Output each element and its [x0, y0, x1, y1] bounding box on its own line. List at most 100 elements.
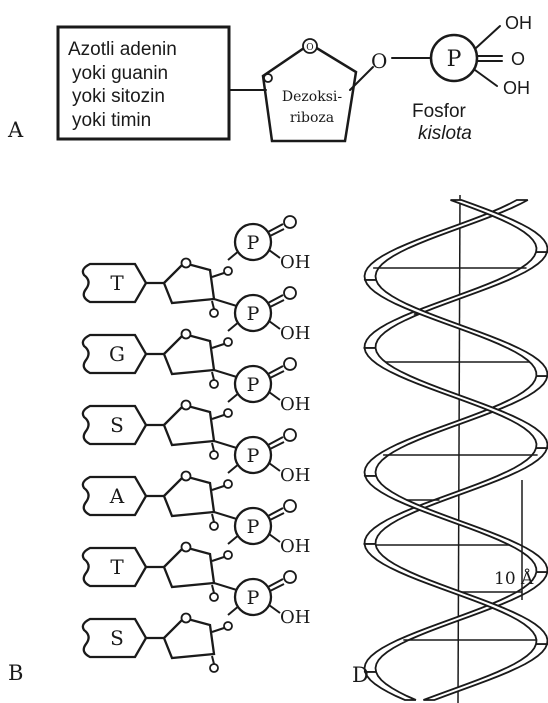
hydroxyl-label: OH [280, 465, 310, 486]
nucleotide-row-4: A [81, 470, 233, 531]
acid-label-line-1: Fosfor [412, 101, 467, 122]
base-tag [81, 475, 148, 517]
base-letter: S [110, 413, 124, 437]
sugar-label-line-1: Dezoksi- [282, 89, 342, 105]
base-letter: S [110, 626, 124, 650]
phosphate-group: P OH O OH [429, 13, 532, 98]
base-box-line-4: yoki timin [72, 110, 151, 131]
phosphate-oxygen: O [511, 49, 525, 69]
link-oxygen [209, 308, 219, 318]
link-oxygen [209, 450, 219, 460]
ring-oxygen-symbol: O [306, 43, 313, 53]
helix-ribbon-segment [423, 643, 548, 701]
base-box-line-3: yoki sitozin [72, 86, 165, 107]
helix-ribbon-segment [363, 671, 417, 701]
base-letter: G [109, 342, 125, 366]
phosphate-hydroxyl-bottom: OH [503, 78, 530, 98]
link-oxygen [209, 663, 219, 673]
phosphate-symbol: P [247, 232, 260, 254]
phosphate-symbol: P [247, 587, 260, 609]
link-oxygen [223, 479, 233, 489]
phosphate-symbol: P [247, 303, 260, 325]
phosphate-circle [233, 506, 273, 546]
base-letter: T [110, 271, 124, 295]
ring-oxygen [180, 257, 192, 269]
helix-ribbon-segment [363, 475, 548, 573]
phosphate-6: P OH [213, 570, 310, 628]
link-oxygen [223, 621, 233, 631]
base-tag [81, 404, 148, 446]
deoxyribose-sugar: O Dezoksi- riboza [261, 38, 358, 143]
double-bond-oxygen [283, 428, 297, 442]
phosphate-1: P OH [227, 215, 310, 273]
ring-oxygen [180, 470, 192, 482]
phosphate-5: P OH [213, 499, 310, 557]
panel-a: A Azotli adenin yoki guanin yoki sitozin… [7, 13, 532, 144]
panel-d-label: D [352, 663, 369, 687]
helix-strand-front [363, 199, 548, 701]
double-bond-oxygen [283, 215, 297, 229]
ring-oxygen [180, 612, 192, 624]
sugar-ring [162, 261, 216, 305]
link-oxygen [223, 550, 233, 560]
link-oxygen [209, 592, 219, 602]
phosphate-circle [233, 577, 273, 617]
base-tag [81, 546, 148, 588]
sugar-ring [162, 616, 216, 660]
phosphate-hydroxyl-top: OH [505, 13, 532, 33]
phosphate-circle [233, 293, 273, 333]
panel-d-double-helix: 10 Å D [352, 194, 548, 703]
phosphate-symbol: P [247, 516, 260, 538]
nucleotide-row-1: T [81, 257, 233, 318]
sugar-label-line-2: riboza [290, 110, 334, 126]
acid-label-line-2: kislota [418, 123, 472, 144]
pitch-label: 10 Å [494, 568, 534, 589]
helix-ribbon-segment [363, 543, 548, 645]
link-oxygen [223, 337, 233, 347]
base-tag [81, 617, 148, 659]
ring-oxygen [180, 328, 192, 340]
double-bond-oxygen [283, 570, 297, 584]
double-bond-oxygen [283, 357, 297, 371]
phosphate-symbol: P [447, 47, 462, 72]
phosphate-symbol: P [247, 374, 260, 396]
base-tag [81, 262, 148, 304]
helix-strand-back [363, 199, 548, 701]
panel-b-label: B [8, 661, 23, 685]
nitrogen-base-box: Azotli adenin yoki guanin yoki sitozin y… [56, 25, 231, 141]
phosphate-circle [233, 222, 273, 262]
ring-oxygen [180, 541, 192, 553]
base-letter: T [110, 555, 124, 579]
nucleotide-row-2: G [81, 328, 233, 389]
sugar-oxygen-bond [349, 66, 374, 91]
sugar-ring [162, 474, 216, 518]
phosphate-3: P OH [213, 357, 310, 415]
double-bond-oxygen [283, 286, 297, 300]
ring-oxygen [180, 399, 192, 411]
nucleotide-row-6: S [81, 612, 233, 673]
link-oxygen [209, 521, 219, 531]
link-oxygen [223, 266, 233, 276]
base-box-line-1: Azotli adenin [68, 39, 177, 60]
phosphate-2: P OH [213, 286, 310, 344]
nucleotide-row-5: T [81, 541, 233, 602]
helix-ribbon-segment [363, 279, 548, 377]
base-tag [81, 333, 148, 375]
nucleotide-row-3: S [81, 399, 233, 460]
double-bond-oxygen [283, 499, 297, 513]
phosphate-symbol: P [247, 445, 260, 467]
base-box-line-2: yoki guanin [72, 63, 168, 84]
hydroxyl-label: OH [280, 394, 310, 415]
hydroxyl-label: OH [280, 536, 310, 557]
helix-axis [457, 194, 461, 703]
hydroxyl-label: OH [280, 323, 310, 344]
helix-ribbon-segment [450, 199, 548, 253]
phosphate-circle [233, 364, 273, 404]
hydroxyl-label: OH [280, 607, 310, 628]
sugar-ring [162, 403, 216, 447]
phosphate-4: P OH [213, 428, 310, 486]
hydroxyl-label: OH [280, 252, 310, 273]
helix-ribbon-segment [363, 347, 548, 449]
